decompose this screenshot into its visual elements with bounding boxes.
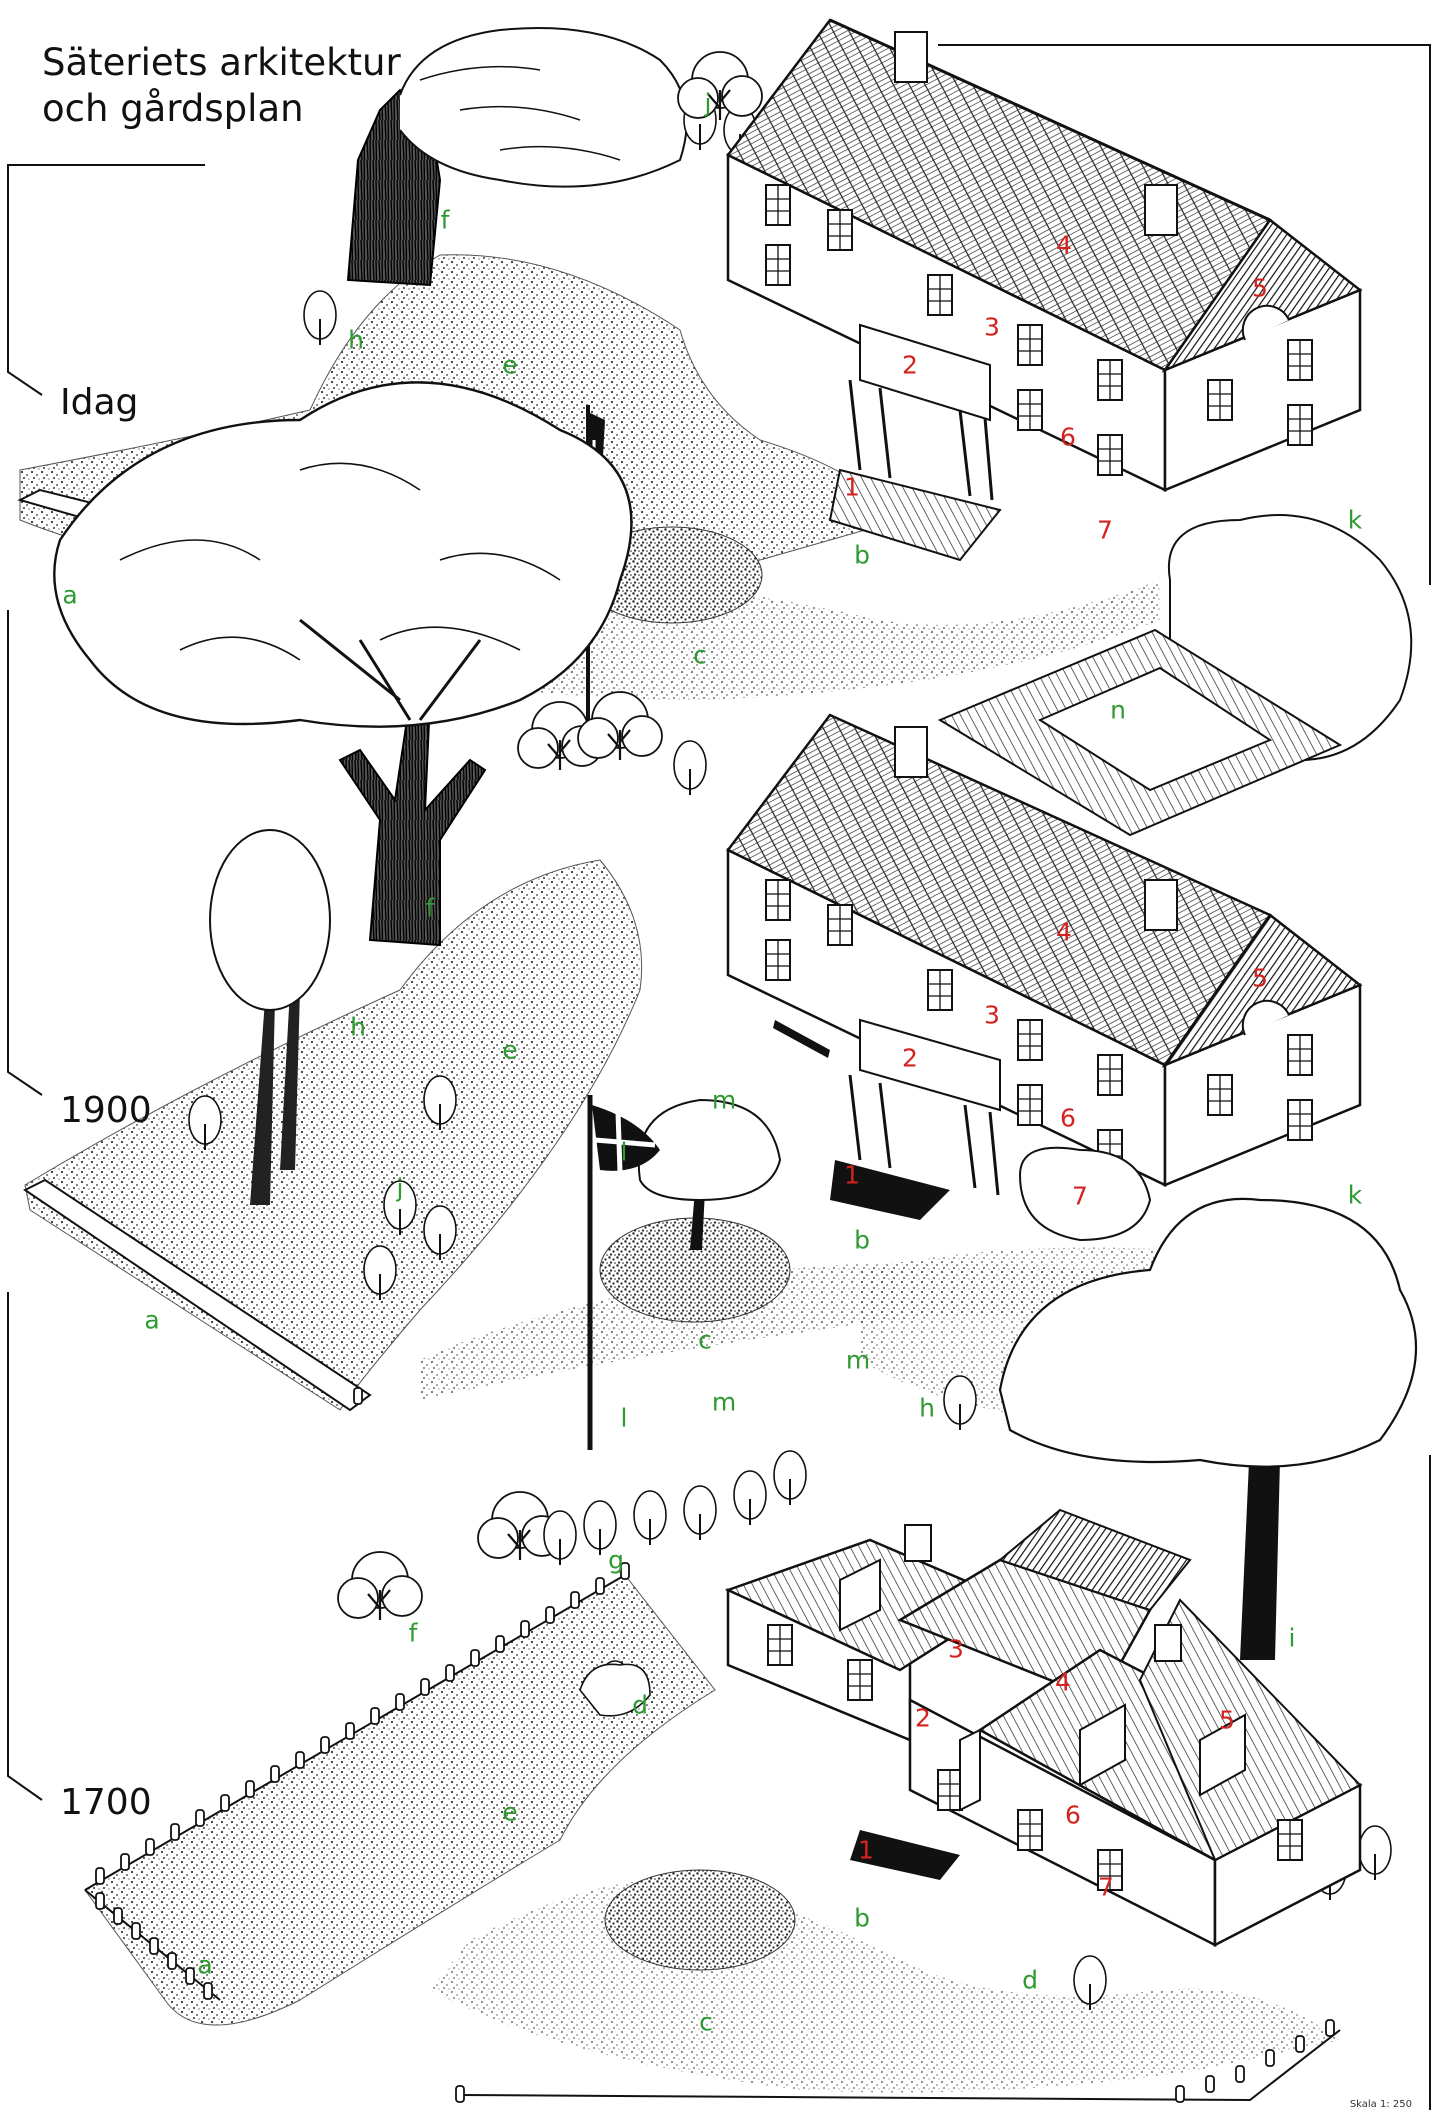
oak-1900: [54, 382, 631, 945]
scene-2-green-label-l: l: [621, 1404, 628, 1433]
scene-0-red-label-4: 4: [1056, 231, 1072, 260]
scene-1-green-label-j: j: [397, 1174, 404, 1203]
scene-0-red-label-6: 6: [1060, 423, 1076, 452]
scene-1-red-label-4: 4: [1056, 918, 1072, 947]
scene-2-green-label-i: i: [1289, 1624, 1296, 1653]
scene-0-green-label-j: j: [705, 89, 712, 118]
scene-2-green-label-h: h: [919, 1394, 935, 1423]
scene-1-green-label-b: b: [854, 1226, 870, 1255]
scene-0-green-label-h: h: [348, 326, 364, 355]
scene-1-green-label-e: e: [502, 1036, 517, 1065]
scene-0-green-label-c: c: [693, 641, 707, 670]
scene-0-green-label-a: a: [62, 581, 77, 610]
scene-1700: [85, 1376, 1391, 2102]
scene-0-red-label-1: 1: [844, 473, 860, 502]
scale-credit: Skala 1: 250: [1350, 2099, 1412, 2110]
scene-2-red-label-2: 2: [915, 1704, 931, 1733]
scene-1-green-label-l: l: [621, 1138, 628, 1167]
scene-0-green-label-b: b: [854, 541, 870, 570]
scene-0-green-label-k: k: [1348, 506, 1362, 535]
scene-1-red-label-6: 6: [1060, 1104, 1076, 1133]
era-label-today: Idag: [60, 382, 138, 423]
scene-2-green-label-m: m: [712, 1388, 736, 1417]
scene-1-green-label-c: c: [698, 1326, 712, 1355]
scene-1-green-label-f: f: [426, 894, 435, 923]
tree-icon: [304, 291, 336, 345]
scene-0-green-label-f: f: [441, 206, 450, 235]
scene-1-green-label-k: k: [1348, 1181, 1362, 1210]
scene-2-green-label-d: d: [1022, 1966, 1038, 1995]
scene-0-red-label-5: 5: [1252, 274, 1268, 303]
scene-1-green-label-m: m: [712, 1086, 736, 1115]
scene-1-red-label-5: 5: [1252, 964, 1268, 993]
scene-2-red-label-7: 7: [1098, 1873, 1114, 1902]
scene-0-green-label-e: e: [502, 351, 517, 380]
scene-2-red-label-3: 3: [948, 1635, 964, 1664]
scene-1-green-label-a: a: [144, 1306, 159, 1335]
scene-0-red-label-7: 7: [1097, 516, 1113, 545]
scene-2-green-label-a: a: [197, 1951, 212, 1980]
title-line-1: Säteriets arkitektur: [42, 40, 401, 86]
scene-1-red-label-2: 2: [902, 1044, 918, 1073]
scene-2-green-label-f: f: [409, 1619, 418, 1648]
scene-2-green-label-m: m: [846, 1346, 870, 1375]
scene-1-red-label-1: 1: [844, 1161, 860, 1190]
scene-2-red-label-6: 6: [1065, 1801, 1081, 1830]
title-line-2: och gårdsplan: [42, 86, 401, 132]
grove-1900: [518, 692, 706, 795]
scene-1-green-label-n: n: [1110, 696, 1126, 725]
scene-2-green-label-e: e: [502, 1798, 517, 1827]
flower-bed-1700: [605, 1870, 795, 1970]
scene-2-red-label-1: 1: [858, 1836, 874, 1865]
scene-2-green-label-b: b: [854, 1904, 870, 1933]
era-label-1900: 1900: [60, 1090, 152, 1131]
page-title: Säteriets arkitektur och gårdsplan: [42, 40, 401, 132]
scene-2-red-label-4: 4: [1055, 1668, 1071, 1697]
scene-2-green-label-g: g: [608, 1546, 624, 1575]
era-label-1700: 1700: [60, 1782, 152, 1823]
bench-1900: [773, 1020, 830, 1058]
scene-0-red-label-2: 2: [902, 351, 918, 380]
scene-1-red-label-7: 7: [1072, 1182, 1088, 1211]
scene-2-red-label-5: 5: [1219, 1706, 1235, 1735]
scene-0-red-label-3: 3: [984, 313, 1000, 342]
scene-1-red-label-3: 3: [984, 1001, 1000, 1030]
scene-1-green-label-h: h: [350, 1013, 366, 1042]
scene-2-green-label-d: d: [632, 1691, 648, 1720]
scene-2-green-label-c: c: [699, 2008, 713, 2037]
